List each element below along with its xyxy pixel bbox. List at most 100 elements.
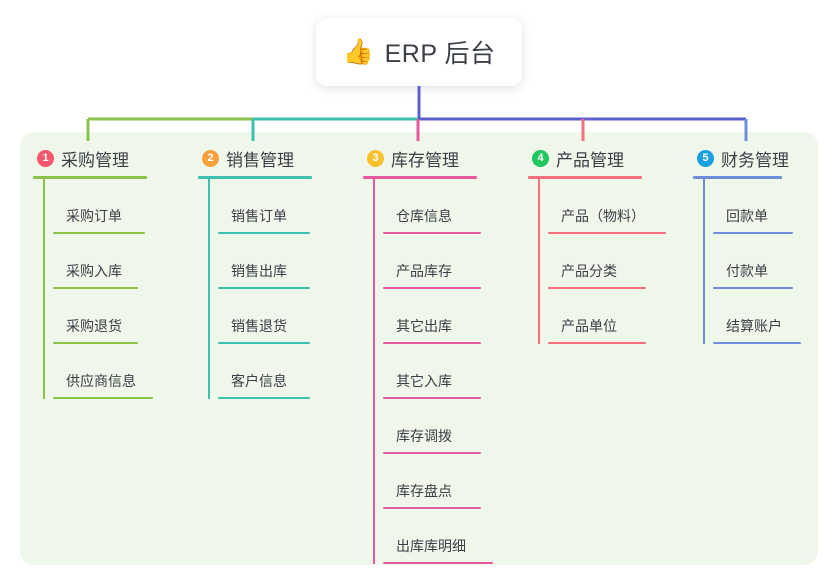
branches-panel: [20, 132, 818, 565]
branch-item[interactable]: 产品库存: [373, 234, 513, 289]
branch-item-rule: [218, 342, 310, 344]
branch-item-label: 出库库明细: [396, 538, 466, 554]
branch-item[interactable]: 供应商信息: [43, 344, 183, 399]
branch-header-2[interactable]: 2 销售管理: [198, 145, 348, 171]
branch-item-label: 付款单: [726, 263, 768, 279]
branch-title: 销售管理: [226, 150, 294, 170]
branch-item-label: 库存调拨: [396, 428, 452, 444]
branch-item-rule: [548, 342, 646, 344]
branch-item-label: 产品单位: [561, 318, 617, 334]
root-title: ERP 后台: [384, 40, 496, 68]
branch-item[interactable]: 仓库信息: [373, 179, 513, 234]
branch-spine: [538, 179, 540, 344]
branch-title: 库存管理: [391, 150, 459, 170]
branch-item[interactable]: 产品（物料）: [538, 179, 678, 234]
branch-item[interactable]: 采购入库: [43, 234, 183, 289]
branch-item-rule: [53, 232, 145, 234]
branch-item-rule: [218, 232, 310, 234]
branch-items: 采购订单采购入库采购退货供应商信息: [33, 179, 183, 399]
branch-column-5: 5 财务管理回款单付款单结算账户: [693, 145, 818, 344]
branch-item-label: 产品（物料）: [561, 208, 645, 224]
branch-title: 财务管理: [721, 150, 789, 170]
branch-spine: [208, 179, 210, 399]
branch-item[interactable]: 库存盘点: [373, 454, 513, 509]
branch-items: 回款单付款单结算账户: [693, 179, 818, 344]
branch-items: 销售订单销售出库销售退货客户信息: [198, 179, 348, 399]
branch-item-label: 产品分类: [561, 263, 617, 279]
branch-item-rule: [218, 397, 310, 399]
branch-item[interactable]: 销售订单: [208, 179, 348, 234]
branch-item[interactable]: 产品分类: [538, 234, 678, 289]
branch-number-badge: 4: [532, 149, 549, 167]
branch-item-label: 回款单: [726, 208, 768, 224]
branch-header-3[interactable]: 3 库存管理: [363, 145, 513, 171]
branch-item-rule: [383, 507, 481, 509]
branch-item[interactable]: 产品单位: [538, 289, 678, 344]
branch-item-label: 销售退货: [231, 318, 287, 334]
branch-item[interactable]: 库存调拨: [373, 399, 513, 454]
branch-item[interactable]: 其它入库: [373, 344, 513, 399]
branch-column-1: 1 采购管理采购订单采购入库采购退货供应商信息: [33, 145, 183, 399]
branch-spine: [373, 179, 375, 564]
branch-item-label: 其它入库: [396, 373, 452, 389]
branch-item-rule: [383, 232, 481, 234]
branch-column-4: 4 产品管理产品（物料） 产品分类产品单位: [528, 145, 678, 344]
branch-number-badge: 1: [37, 149, 54, 167]
branch-item-rule: [713, 342, 801, 344]
branch-item-label: 采购入库: [66, 263, 122, 279]
branch-item-label: 销售订单: [231, 208, 287, 224]
branch-item[interactable]: 销售出库: [208, 234, 348, 289]
root-node[interactable]: 👍 ERP 后台: [316, 18, 522, 86]
branch-header-1[interactable]: 1 采购管理: [33, 145, 183, 171]
branch-item-label: 客户信息: [231, 373, 287, 389]
branch-item[interactable]: 采购订单: [43, 179, 183, 234]
branch-spine: [703, 179, 705, 344]
branch-number-badge: 2: [202, 149, 219, 167]
branch-item-label: 仓库信息: [396, 208, 452, 224]
branch-header-rule: [33, 176, 147, 179]
branch-item-rule: [383, 287, 481, 289]
branch-item-label: 结算账户: [726, 318, 782, 334]
branch-title: 产品管理: [556, 150, 624, 170]
branch-header-4[interactable]: 4 产品管理: [528, 145, 678, 171]
branch-item-rule: [383, 562, 493, 564]
branch-item-rule: [713, 287, 793, 289]
branch-items: 产品（物料） 产品分类产品单位: [528, 179, 678, 344]
branch-item-rule: [713, 232, 793, 234]
branch-item[interactable]: 付款单: [703, 234, 818, 289]
branch-header-rule: [363, 176, 477, 179]
branch-item-label: 其它出库: [396, 318, 452, 334]
branch-item[interactable]: 销售退货: [208, 289, 348, 344]
branch-item-rule: [218, 287, 310, 289]
branch-item[interactable]: 出库库明细: [373, 509, 513, 564]
branch-number-badge: 3: [367, 149, 384, 167]
branch-item-rule: [383, 342, 481, 344]
branch-items: 仓库信息产品库存其它出库其它入库库存调拨库存盘点出库库明细: [363, 179, 513, 564]
branch-item-rule: [53, 342, 138, 344]
branch-number-badge: 5: [697, 149, 714, 167]
branch-header-5[interactable]: 5 财务管理: [693, 145, 818, 171]
branch-item[interactable]: 回款单: [703, 179, 818, 234]
branch-item-label: 库存盘点: [396, 483, 452, 499]
branch-item-rule: [53, 287, 138, 289]
branch-item[interactable]: 结算账户: [703, 289, 818, 344]
branch-item-label: 产品库存: [396, 263, 452, 279]
branch-item-label: 采购订单: [66, 208, 122, 224]
branch-header-rule: [198, 176, 312, 179]
branch-column-3: 3 库存管理仓库信息产品库存其它出库其它入库库存调拨库存盘点出库库明细: [363, 145, 513, 564]
branch-title: 采购管理: [61, 150, 129, 170]
branch-item-rule: [548, 232, 666, 234]
branch-column-2: 2 销售管理销售订单销售出库销售退货客户信息: [198, 145, 348, 399]
branch-item[interactable]: 其它出库: [373, 289, 513, 344]
branch-item-label: 采购退货: [66, 318, 122, 334]
branch-spine: [43, 179, 45, 399]
branch-header-rule: [528, 176, 642, 179]
branch-item-rule: [548, 287, 646, 289]
branch-header-rule: [693, 176, 782, 179]
branch-item[interactable]: 采购退货: [43, 289, 183, 344]
branch-item-label: 供应商信息: [66, 373, 136, 389]
branch-item[interactable]: 客户信息: [208, 344, 348, 399]
branch-item-label: 销售出库: [231, 263, 287, 279]
branch-item-rule: [383, 397, 481, 399]
